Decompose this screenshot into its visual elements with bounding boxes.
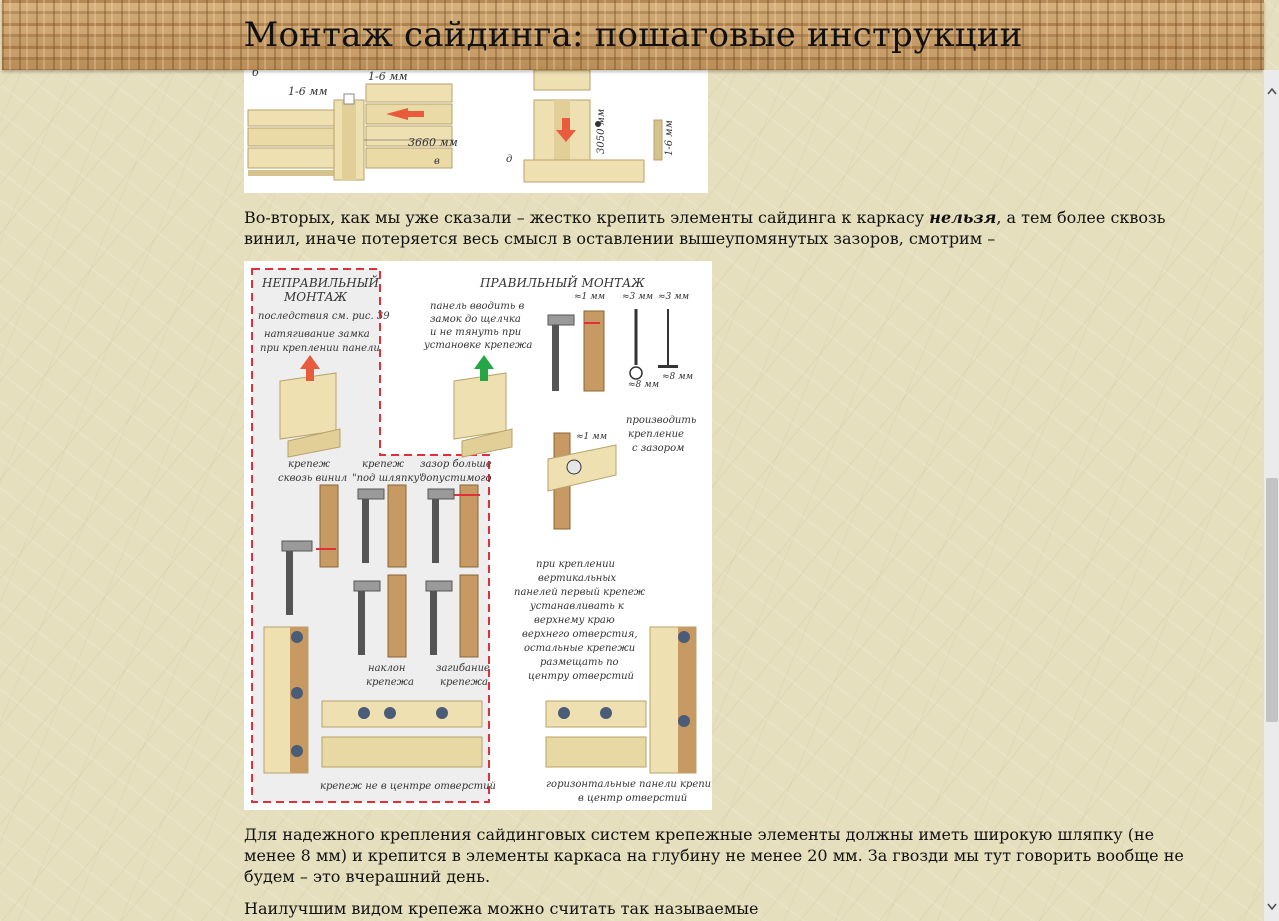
page-title: Монтаж сайдинга: пошаговые инструкции [243, 15, 1023, 55]
horizontal-panels-left [247, 109, 335, 176]
wrong-vertical-panel [263, 626, 309, 774]
dim-3mm-a: ≈3 мм [622, 292, 653, 302]
off-center-label: крепеж не в центре отверстий [320, 781, 496, 792]
wrong-hammers [281, 484, 480, 658]
emphasis-forbidden: нельзя [929, 208, 997, 227]
bend-line-2: крепежа [440, 677, 488, 688]
chevron-down-icon[interactable] [1264, 898, 1279, 915]
gap-more-line-1: зазор больше [420, 459, 492, 470]
wrong-horizontal-panel [321, 700, 483, 768]
paragraph-fastening-warning: Во-вторых, как мы уже сказали – жестко к… [244, 207, 1199, 249]
correct-fastening-hammer [547, 310, 605, 392]
right-horizontal-panel [545, 700, 647, 768]
wrong-note-line-2: при креплении панели [260, 343, 380, 354]
paragraph-best-fastener: Наилучшим видом крепежа можно считать та… [244, 899, 759, 918]
vertical-panel [523, 70, 663, 183]
through-vinyl-line-1: крепеж [288, 459, 331, 470]
label-d: д [506, 154, 512, 165]
right-vertical-panel [649, 626, 697, 774]
vertical-line-4: устанавливать к [529, 601, 624, 612]
tilt-line-2: крепежа [366, 677, 414, 688]
vertical-line-7: остальные крепежи [524, 643, 635, 654]
wrong-title-line-2: МОНТАЖ [283, 290, 348, 304]
bend-line-1: загибание [436, 663, 490, 674]
vertical-line-3: панелей первый крепеж [514, 587, 646, 598]
vertical-scrollbar[interactable] [1263, 70, 1279, 921]
right-note-line-1: панель вводить в [430, 301, 524, 312]
tilt-line-1: наклон [368, 663, 406, 674]
dim-3mm-b: ≈3 мм [658, 292, 689, 302]
dim-1mm-b: ≈1 мм [576, 432, 607, 442]
right-note-line-3: и не тянуть при [430, 327, 521, 338]
paragraph-fastener-requirements: Для надежного крепления сайдинговых сист… [244, 825, 1184, 886]
right-note-line-4: установке крепежа [423, 340, 532, 351]
gap-left-label: 1-6 мм [288, 85, 327, 98]
right-note-line-2: замок до щелчка [430, 314, 521, 325]
siding-gaps-illustration: б 1-6 мм 1-6 мм 3660 мм в 3050 мм 1-6 мм… [247, 70, 675, 183]
horizontal-line-2: в центр отверстий [578, 793, 687, 804]
vertical-line-9: центру отверстий [528, 671, 634, 682]
right-panel [453, 355, 513, 458]
paragraph-1-start: Во-вторых, как мы уже сказали – жестко к… [244, 208, 930, 227]
right-title: ПРАВИЛЬНЫЙ МОНТАЖ [479, 273, 645, 290]
wrong-title-line-1: НЕПРАВИЛЬНЫЙ [261, 273, 380, 290]
horizontal-panels-right [365, 83, 453, 169]
length-label: 3660 мм [408, 136, 458, 149]
corner-post [333, 93, 365, 181]
length-vertical-label: 3050 мм [596, 109, 607, 154]
gap-note-line-2: крепление [628, 429, 684, 440]
gap-vertical-label: 1-6 мм [664, 120, 675, 156]
installation-comparison-illustration: НЕПРАВИЛЬНЫЙ МОНТАЖ последствия см. рис.… [251, 268, 712, 804]
article-content: б 1-6 мм 1-6 мм 3660 мм в 3050 мм 1-6 мм… [244, 0, 1199, 921]
label-b: б [252, 70, 259, 79]
through-vinyl-line-2: сквозь винил [278, 473, 347, 484]
gap-fastening-detail [547, 432, 617, 530]
vertical-line-8: размещать по [540, 657, 619, 668]
siding-gaps-diagram: б 1-6 мм 1-6 мм 3660 мм в 3050 мм 1-6 мм… [244, 70, 708, 193]
arrow-down-icon [562, 118, 570, 130]
page-header: Монтаж сайдинга: пошаговые инструкции [2, 0, 1264, 70]
vertical-line-2: вертикальных [538, 573, 617, 584]
wrong-installation-frame [251, 268, 490, 803]
wrong-panel [279, 355, 341, 458]
paragraph-1-end: , а тем более сквозь винил, иначе потеря… [244, 208, 1166, 248]
dim-8mm-a: ≈8 мм [628, 380, 659, 390]
installation-comparison-diagram: НЕПРАВИЛЬНЫЙ МОНТАЖ последствия см. рис.… [244, 261, 712, 810]
gap-note-line-1: производить [626, 415, 696, 426]
arrow-up-red-icon [300, 355, 320, 369]
dim-1mm: ≈1 мм [574, 292, 605, 302]
wrong-note-line-1: натягивание замка [264, 329, 370, 340]
chevron-up-icon[interactable] [1264, 82, 1279, 99]
label-v: в [434, 156, 440, 167]
dim-8mm-b: ≈8 мм [662, 372, 693, 382]
vertical-line-5: верхнему краю [534, 615, 615, 626]
gap-note-line-3: с зазором [632, 443, 684, 454]
horizontal-line-1: горизонтальные панели крепить [546, 779, 712, 790]
vertical-line-1: при креплении [536, 559, 615, 570]
wrong-reference: последствия см. рис. 39 [258, 311, 390, 322]
vertical-line-6: верхнего отверстия, [522, 629, 638, 640]
gap-right-label: 1-6 мм [368, 70, 407, 83]
arrow-left-icon [386, 108, 408, 120]
under-head-line-1: крепеж [362, 459, 405, 470]
arrow-up-green-icon [474, 355, 494, 369]
scrollbar-thumb[interactable] [1266, 478, 1278, 722]
gap-more-line-2: допустимого [420, 473, 492, 484]
under-head-line-2: "под шляпку" [352, 473, 424, 484]
